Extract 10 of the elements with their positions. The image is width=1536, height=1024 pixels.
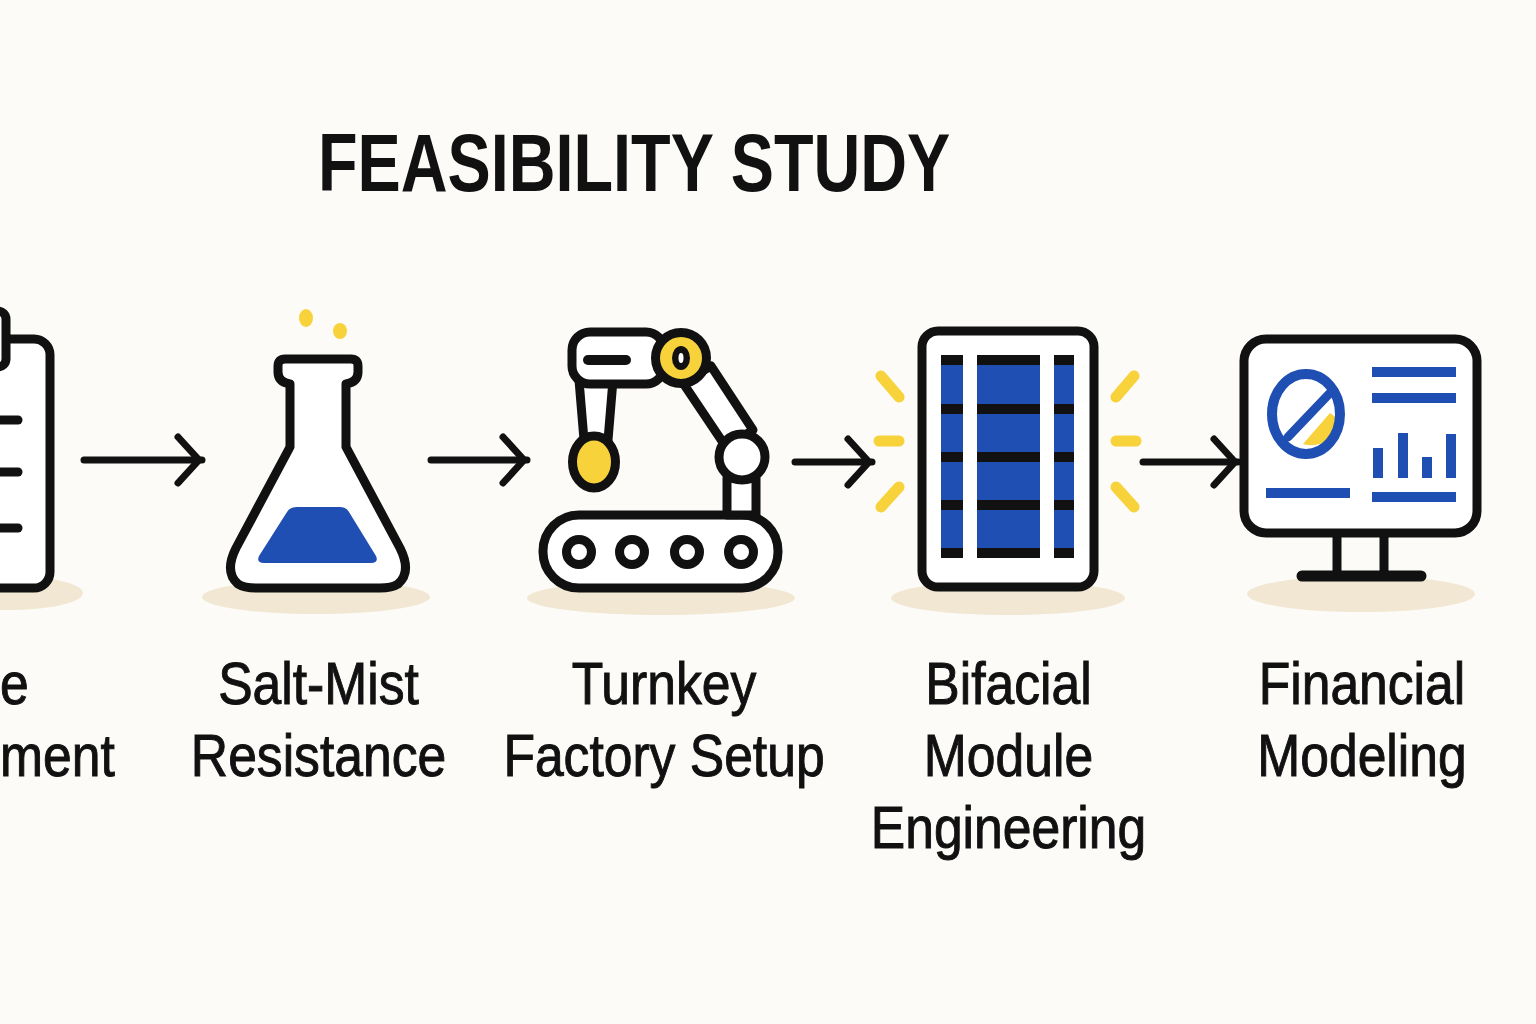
step-label: Bifacial Module Engineering [869,649,1147,863]
arrow [791,435,876,489]
step-label: Turnkey Factory Setup [502,649,826,791]
step-label: e ment [0,649,116,791]
arrow [1139,435,1242,489]
arrow [80,433,206,487]
step-label: Financial Modeling [1256,649,1468,791]
arrow [427,433,531,487]
step-label: Salt-Mist Resistance [189,649,447,791]
title: FEASIBILITY STUDY [318,122,951,204]
